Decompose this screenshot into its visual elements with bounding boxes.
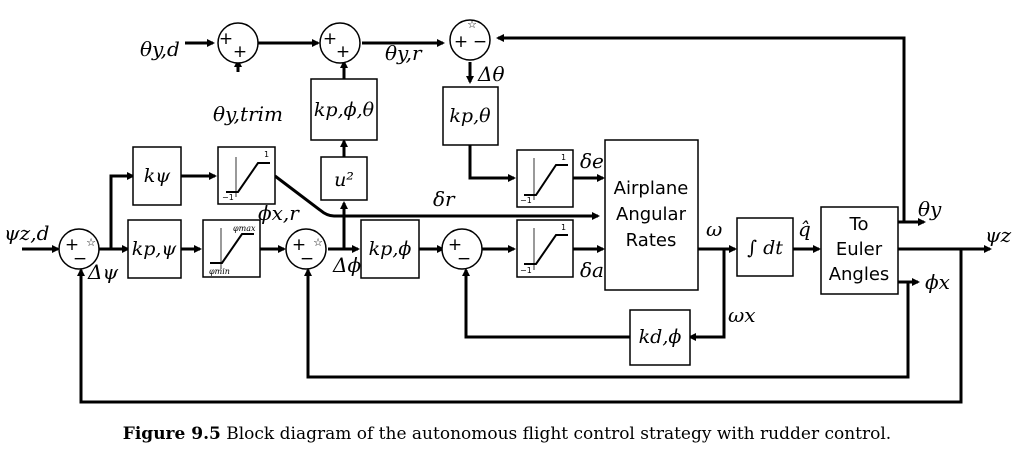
svg-text:☆: ☆ (467, 18, 477, 31)
svg-text:☆: ☆ (313, 236, 323, 249)
figure-caption: Figure 9.5 Block diagram of the autonomo… (0, 424, 1014, 444)
block-diagram: + + + + + − ☆ + − ☆ + − ☆ + − kp,ϕ,θ u² (4, 18, 1012, 404)
block-k-p-phi-theta: kp,ϕ,θ (310, 78, 378, 141)
svg-text:+: + (448, 235, 462, 255)
svg-text:+: + (323, 29, 337, 49)
saturation-yaw-rate: 1 −1 (217, 146, 276, 205)
block-k-psi: kψ (132, 146, 182, 206)
label-delta-e: δe (580, 149, 604, 173)
svg-text:u²: u² (334, 169, 354, 191)
block-integrator: ∫ dt (736, 217, 794, 277)
sum-junction-pitch-ref: + + (319, 22, 361, 64)
svg-text:kp,θ: kp,θ (449, 105, 491, 127)
svg-text:Angular: Angular (616, 204, 687, 225)
label-delta-r: δr (433, 187, 456, 211)
label-psi-z: ψz (985, 223, 1012, 247)
sum-junction-trim: + + (217, 22, 259, 64)
block-k-p-phi: kp,ϕ (360, 219, 420, 279)
label-q-hat: q̂ (798, 217, 811, 241)
block-k-p-theta: kp,θ (442, 86, 499, 146)
signal-labels: θy,d θy,trim θy,r Δθ ψz,d Δψ ϕx,r Δϕ δr … (4, 37, 1012, 327)
block-k-p-psi: kp,ψ (127, 219, 182, 279)
label-omega: ω (706, 217, 722, 241)
label-omega-x: ωx (728, 303, 756, 327)
sum-junction-pitch-error: + − ☆ (449, 18, 491, 61)
svg-text:Euler: Euler (836, 239, 883, 260)
label-theta-y-trim: θy,trim (213, 102, 283, 126)
svg-text:Rates: Rates (626, 230, 677, 251)
svg-text:Airplane: Airplane (614, 178, 689, 199)
signal-wires (22, 34, 992, 404)
svg-text:∫ dt: ∫ dt (747, 237, 783, 259)
label-theta-y-d: θy,d (140, 37, 180, 61)
svg-text:−1: −1 (222, 193, 234, 202)
label-delta-psi: Δψ (87, 260, 118, 284)
svg-text:+: + (292, 235, 306, 255)
svg-text:−: − (300, 249, 314, 269)
svg-text:φmin: φmin (209, 267, 230, 276)
svg-text:kp,ϕ,θ: kp,ϕ,θ (314, 99, 375, 121)
saturation-aileron: 1 −1 (516, 219, 574, 278)
saturation-elevator: 1 −1 (516, 149, 574, 208)
svg-text:kd,ϕ: kd,ϕ (639, 326, 682, 348)
svg-text:−: − (73, 249, 87, 269)
svg-text:To: To (849, 214, 869, 235)
svg-text:−1: −1 (520, 196, 532, 205)
label-phi-x: ϕx (925, 270, 950, 294)
svg-text:1: 1 (561, 223, 566, 232)
label-delta-phi: Δϕ (332, 253, 361, 277)
label-psi-z-d: ψz,d (4, 221, 49, 245)
svg-text:−: − (473, 32, 487, 52)
svg-text:+: + (219, 29, 233, 49)
block-u-squared: u² (320, 156, 368, 201)
label-phi-x-r: ϕx,r (258, 201, 300, 225)
label-theta-y: θy (918, 197, 942, 221)
block-airplane-angular-rates: Airplane Angular Rates (604, 139, 699, 291)
svg-text:+: + (336, 42, 350, 62)
block-k-d-phi: kd,ϕ (629, 309, 691, 366)
saturation-bank-limit: φmax φmin (202, 219, 261, 278)
svg-text:kp,ψ: kp,ψ (132, 238, 178, 260)
svg-text:☆: ☆ (86, 236, 96, 249)
svg-text:Angles: Angles (829, 264, 890, 285)
caption-text: Block diagram of the autonomous flight c… (220, 424, 892, 444)
svg-text:1: 1 (264, 150, 269, 159)
svg-text:kp,ϕ: kp,ϕ (369, 238, 412, 260)
svg-text:1: 1 (561, 153, 566, 162)
label-theta-y-r: θy,r (385, 41, 423, 65)
svg-text:−: − (457, 249, 471, 269)
svg-text:+: + (454, 32, 468, 52)
sum-junction-yaw-error: + − ☆ (58, 228, 100, 270)
sum-junction-roll-error: + − ☆ (285, 228, 327, 270)
block-to-euler-angles: To Euler Angles (820, 206, 899, 295)
svg-text:kψ: kψ (144, 165, 172, 187)
caption-label: Figure 9.5 (122, 424, 221, 444)
svg-text:−1: −1 (520, 266, 532, 275)
svg-text:φmax: φmax (233, 224, 256, 233)
svg-text:+: + (65, 235, 79, 255)
svg-text:+: + (233, 42, 247, 62)
label-delta-a: δa (580, 258, 604, 282)
label-delta-theta: Δθ (477, 62, 504, 86)
sum-junction-roll-rate: + − (441, 228, 483, 270)
